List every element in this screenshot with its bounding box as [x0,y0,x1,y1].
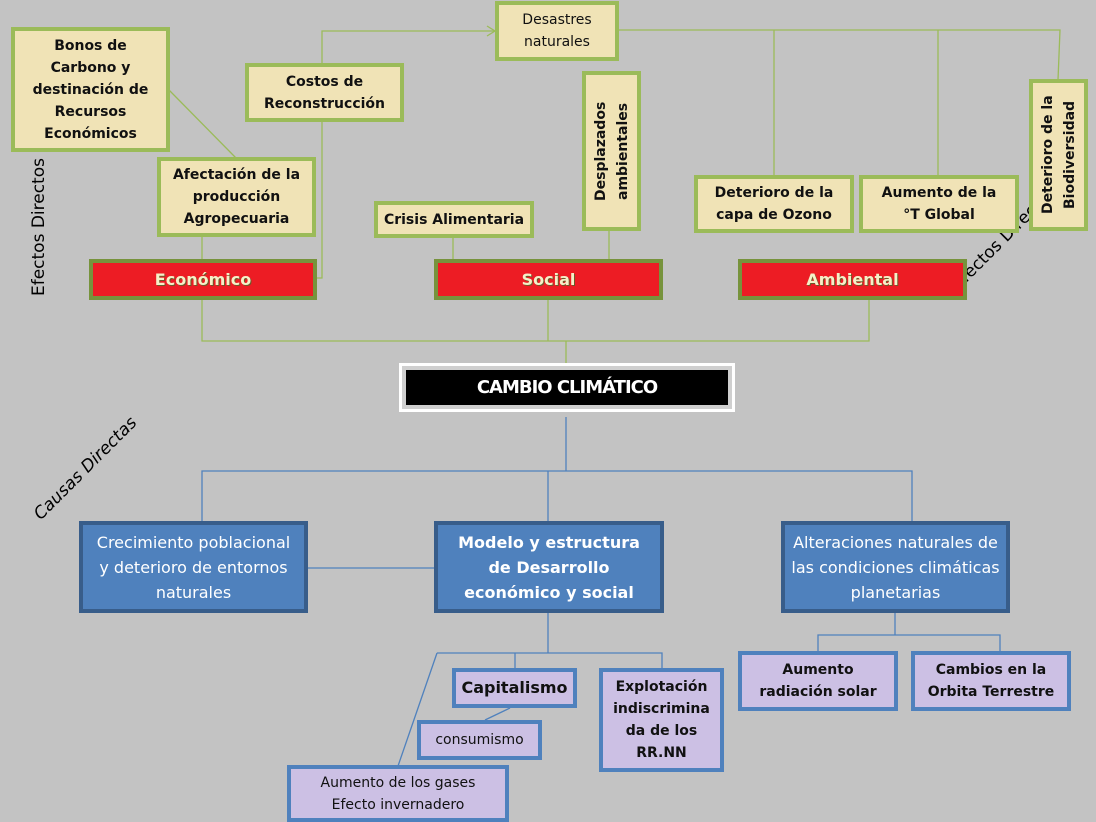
effect-bonos-text: Bonos de Carbono y destinación de Recurs… [32,37,149,142]
effect-costos-text: Costos de Reconstrucción [263,73,386,112]
effect-crisis-text: Crisis Alimentaria [383,211,525,228]
effect-bonos-carbono: Bonos de Carbono y destinación de Recurs… [11,27,170,152]
connector-desastres [321,30,495,64]
subcause-orbita-terrestre: Cambios en la Orbita Terrestre [911,651,1071,711]
effect-aumento-temperatura: Aumento de la °T Global [859,175,1019,233]
label-efectos-directos-left: Efectos Directos [29,158,49,297]
central-topic-text: CAMBIO CLIMÁTICO [476,377,658,398]
connector-sub-bus [437,652,663,668]
effect-afectacion-text: Afectación de la producción Agropecuaria [172,167,301,227]
category-ambiental: Ambiental [738,259,967,300]
subcause-capitalismo: Capitalismo [452,668,577,708]
effect-desplazados-ambientales: Desplazados ambientales [582,71,641,231]
subcause-consumismo-text: consumismo [435,732,524,748]
connector-desastres-bus [618,29,1061,81]
category-social: Social [434,259,663,300]
cause-alteraciones-text: Alteraciones naturales de las condicione… [791,532,1000,602]
subcause-consumismo: consumismo [417,720,542,760]
connector-gases [397,652,438,767]
effect-ozono-text: Deterioro de la capa de Ozono [714,185,834,223]
cause-alteraciones-naturales: Alteraciones naturales de las condicione… [781,521,1010,613]
subcause-orbita-text: Cambios en la Orbita Terrestre [927,662,1055,700]
cause-crecimiento-text: Crecimiento poblacional y deterioro de e… [96,532,291,602]
connector-bonos [168,89,237,159]
subcause-gases-text: Aumento de los gases Efecto invernadero [320,774,476,813]
central-topic-cambio-climatico: CAMBIO CLIMÁTICO [399,363,735,412]
effect-desastres-text: Desastres naturales [522,12,592,50]
connector-natural-bus [817,634,1001,652]
subcause-radiacion-solar: Aumento radiación solar [738,651,898,711]
effect-desplazados-text: Desplazados ambientales [592,101,631,201]
subcause-gases-efecto-invernadero: Aumento de los gases Efecto invernadero [287,765,509,822]
effect-afectacion-produccion: Afectación de la producción Agropecuaria [157,157,316,237]
category-economico: Económico [89,259,317,300]
subcause-radiacion-text: Aumento radiación solar [759,662,877,700]
cause-modelo-text: Modelo y estructura de Desarrollo económ… [458,532,640,602]
connector-costos [316,122,323,279]
category-economico-text: Económico [154,270,252,289]
effect-crisis-alimentaria: Crisis Alimentaria [374,201,534,238]
subcause-explotacion-text: Explotación indiscrimina da de los RR.NN [613,679,710,761]
cause-modelo-desarrollo: Modelo y estructura de Desarrollo económ… [434,521,664,613]
subcause-explotacion-recursos: Explotación indiscrimina da de los RR.NN [599,668,724,772]
effect-biodiversidad-text: Deterioro de la Biodiversidad [1039,95,1078,215]
subcause-capitalismo-text: Capitalismo [461,678,568,697]
effect-temperatura-text: Aumento de la °T Global [881,185,997,223]
connector-consumismo [484,707,511,721]
category-ambiental-text: Ambiental [806,270,899,289]
category-social-text: Social [521,270,576,289]
cause-crecimiento-poblacional: Crecimiento poblacional y deterioro de e… [79,521,308,613]
connector-economico [201,298,870,342]
effect-deterioro-ozono: Deterioro de la capa de Ozono [694,175,854,233]
effect-deterioro-biodiversidad: Deterioro de la Biodiversidad [1029,79,1088,231]
effect-costos-reconstruccion: Costos de Reconstrucción [245,63,404,122]
effect-desastres-naturales: Desastres naturales [495,1,619,61]
connector-causes-bus [201,470,913,521]
